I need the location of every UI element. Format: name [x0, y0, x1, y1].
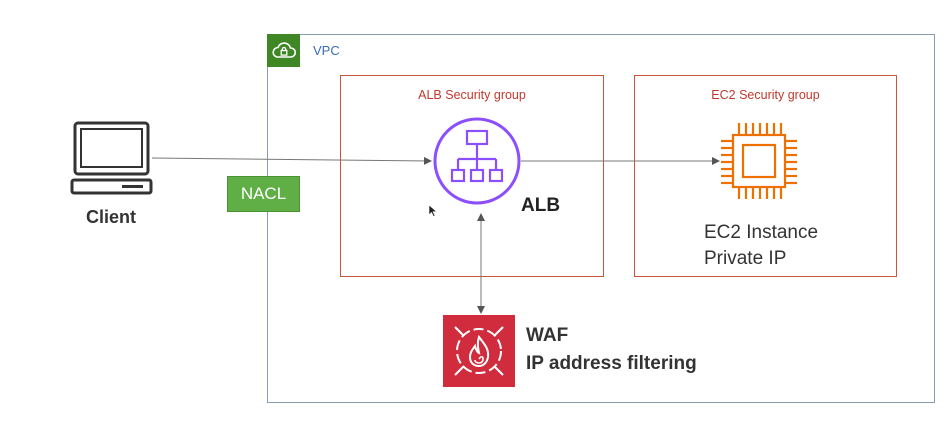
client-to-alb-arrow: [151, 156, 432, 165]
chip-icon: [721, 123, 797, 199]
ec2-instance-label: EC2 Instance: [704, 222, 819, 243]
mouse-cursor-icon: [428, 204, 438, 217]
load-balancer-icon: [433, 117, 521, 205]
ec2-label: EC2 Instance Private IP: [704, 220, 818, 272]
vpc-label: VPC: [313, 43, 340, 58]
alb-security-group-label: ALB Security group: [418, 88, 526, 102]
waf-title: WAF: [526, 325, 569, 346]
alb-security-group-box: [340, 75, 604, 277]
client-label: Client: [85, 207, 136, 227]
nacl-badge: NACL: [227, 176, 300, 212]
ec2-security-group-label: EC2 Security group: [711, 88, 820, 102]
waf-subtitle: IP address filtering: [526, 353, 697, 374]
ec2-private-ip-label: Private IP: [704, 248, 787, 269]
ec2-security-group-box: [634, 75, 897, 277]
desktop-computer-icon: [70, 121, 153, 195]
waf-shield-fire-icon: [443, 315, 515, 387]
vpc-lock-cloud-icon: [267, 34, 300, 67]
alb-label: ALB: [521, 195, 561, 216]
vpc-boundary: [267, 34, 935, 403]
